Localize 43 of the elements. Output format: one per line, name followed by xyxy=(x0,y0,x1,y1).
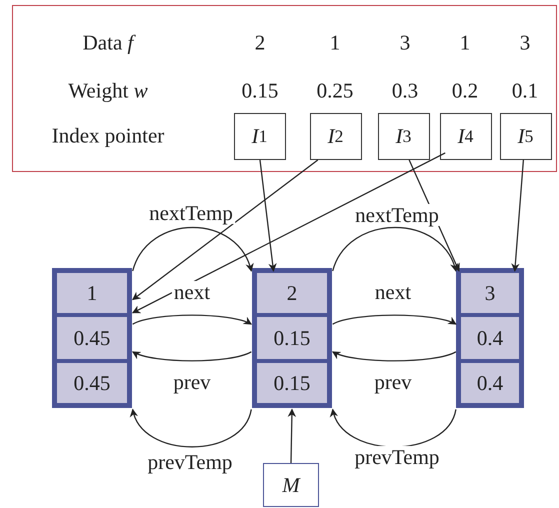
node-stack xyxy=(456,268,524,408)
table-frame xyxy=(12,5,557,172)
value-cell: 0.15 xyxy=(255,361,329,405)
node-stack xyxy=(52,268,132,408)
arrow xyxy=(332,314,457,325)
table-value: 0.25 xyxy=(316,80,354,102)
arrow xyxy=(408,160,460,272)
label-box: M xyxy=(263,463,319,507)
arrow xyxy=(331,408,456,448)
table-value: 0.1 xyxy=(512,80,538,102)
table-value: 1 xyxy=(460,32,470,54)
arrow xyxy=(131,408,252,448)
arrow xyxy=(259,160,277,272)
row-header: Index pointer xyxy=(52,126,164,146)
table-value: 3 xyxy=(520,32,530,54)
value-cell: 1 xyxy=(55,271,129,315)
arrow xyxy=(288,408,296,464)
arrow xyxy=(132,152,446,314)
node-stack xyxy=(252,268,332,408)
arrow xyxy=(132,226,253,272)
table-value: 0.3 xyxy=(392,80,418,102)
arrow xyxy=(332,226,458,272)
arrow xyxy=(132,351,252,362)
table-value: 0.2 xyxy=(452,80,478,102)
edge-label: nextTemp xyxy=(353,204,441,226)
table-value: 3 xyxy=(400,32,410,54)
value-cell: 0.4 xyxy=(459,315,521,361)
value-cell: 0.15 xyxy=(255,315,329,361)
value-cell: 3 xyxy=(459,271,521,315)
arrow xyxy=(132,314,252,325)
edge-label: prevTemp xyxy=(352,446,442,468)
value-cell: 0.4 xyxy=(459,361,521,405)
table-value: 2 xyxy=(254,32,266,54)
table-value: 0.15 xyxy=(242,80,278,102)
arrow xyxy=(132,160,318,300)
value-cell: 0.45 xyxy=(55,315,129,361)
value-cell: 0.45 xyxy=(55,361,129,405)
arrow xyxy=(511,160,524,272)
row-header: Data f xyxy=(82,32,134,54)
arrow xyxy=(332,351,456,362)
table-value: 1 xyxy=(330,32,340,54)
value-cell: 2 xyxy=(255,271,329,315)
row-header: Weight w xyxy=(68,80,148,102)
